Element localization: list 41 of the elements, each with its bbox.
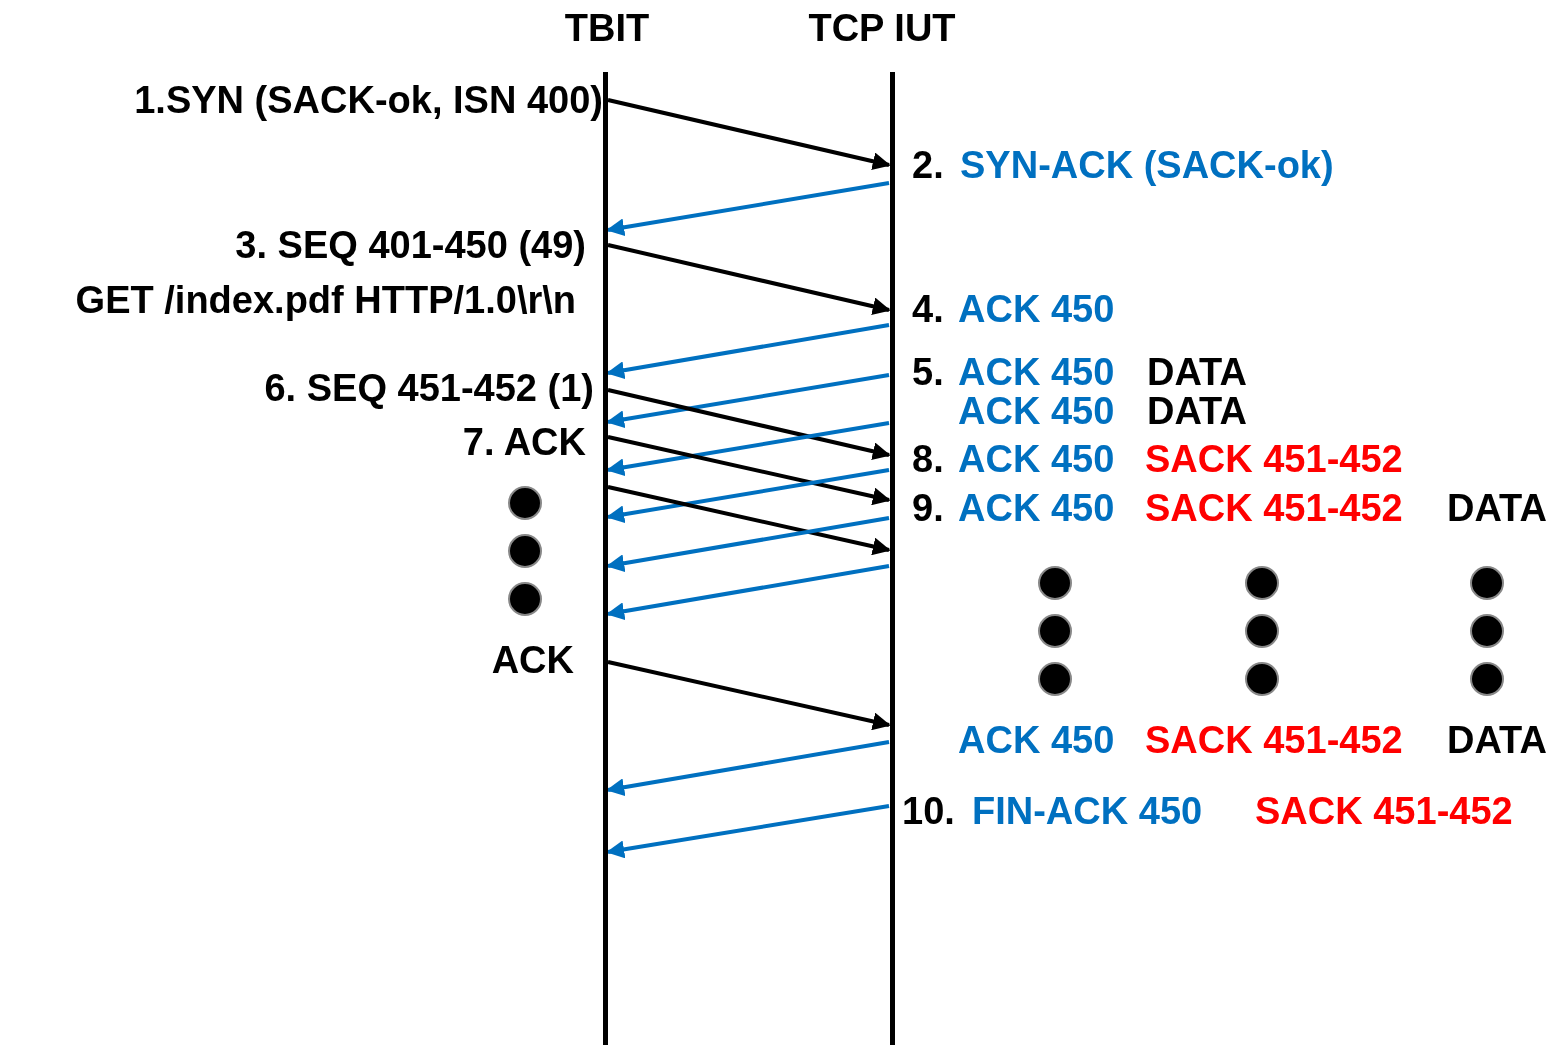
arrow: [606, 373, 890, 429]
arrow: [606, 804, 890, 859]
arrow: [606, 421, 890, 477]
message-label: SYN-ACK (SACK-ok): [960, 143, 1334, 187]
arrow: [606, 468, 890, 524]
arrow: [607, 435, 891, 506]
message-label: 4.: [912, 287, 944, 331]
arrow: [607, 660, 891, 731]
message-label: SACK 451-452: [1145, 486, 1403, 530]
message-label: 2.: [912, 143, 944, 187]
message-label: ACK 450: [958, 437, 1115, 481]
message-label: 7. ACK: [462, 420, 586, 464]
lifeline-title: TBIT: [563, 6, 651, 50]
message-label: SACK 451-452: [1145, 718, 1403, 762]
arrow: [607, 98, 891, 171]
arrow: [607, 485, 891, 556]
arrow: [606, 740, 890, 797]
message-label: FIN-ACK 450: [972, 789, 1203, 833]
message-label: SACK 451-452: [1145, 437, 1403, 481]
arrow: [606, 516, 890, 573]
message-label: GET /index.pdf HTTP/1.0\r\n: [75, 278, 576, 322]
message-label: 8.: [912, 437, 944, 481]
message-label: 5.: [912, 350, 944, 394]
message-label: 9.: [912, 486, 944, 530]
arrow: [607, 243, 891, 316]
arrow: [606, 181, 890, 237]
message-label: ACK 450: [958, 718, 1115, 762]
message-label: ACK: [491, 638, 574, 682]
arrow: [606, 323, 890, 380]
message-label: DATA: [1447, 486, 1547, 530]
lifeline-title: TCP IUT: [807, 6, 957, 50]
message-label: ACK 450: [958, 486, 1115, 530]
arrow: [607, 388, 891, 461]
message-label: 10.: [902, 789, 955, 833]
message-label: 1.SYN (SACK-ok, ISN 400): [134, 78, 603, 122]
message-label: 3. SEQ 401-450 (49): [235, 223, 586, 267]
message-label: 6. SEQ 451-452 (1): [264, 366, 594, 410]
arrow: [606, 564, 890, 621]
message-label: SACK 451-452: [1255, 789, 1513, 833]
message-label: DATA: [1447, 718, 1547, 762]
message-label: ACK 450: [958, 287, 1115, 331]
